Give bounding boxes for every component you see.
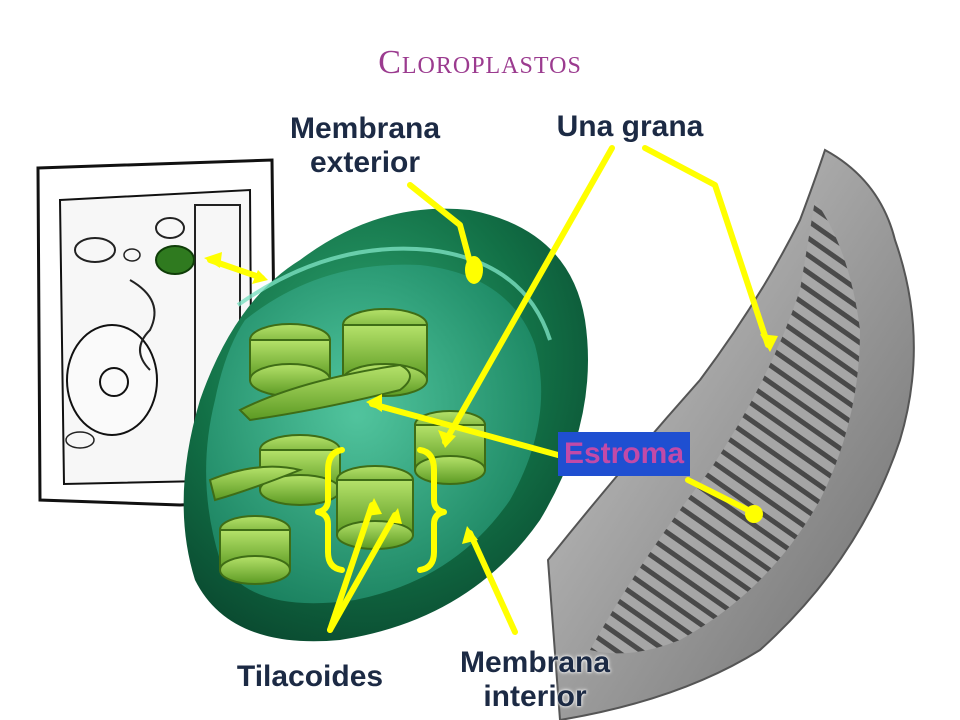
arrowhead-membrana-interior [462,526,478,544]
arrow-una-grana-right [642,145,771,348]
brace-left [315,447,345,573]
arrowhead-estroma-left [366,394,382,412]
arrow-membrana-exterior [407,182,475,273]
arrowhead-tilacoides-2 [388,508,402,524]
label-una-grana: Una grana [556,110,704,143]
label-estroma: Estroma [558,432,690,476]
arrowhead-una-grana-left [438,430,456,448]
arrow-una-grana-left [442,145,615,445]
page-title: Cloroplastos [378,44,582,81]
arrowhead-una-grana-right [760,334,778,352]
arrow-tilacoides-1 [327,502,375,633]
label-membrana-interior-line1: Membrana [459,646,611,679]
micrograph-image [546,148,915,720]
arrow-heads [204,252,778,544]
label-membrana-exterior-line1: Membrana [289,112,441,145]
grana-stacks [208,308,486,585]
arrowhead-cell-link [204,252,222,268]
arrow-estroma-right [685,477,755,515]
arrowhead-membrana-exterior [465,256,483,284]
brace-right [417,447,447,573]
label-membrana-interior: Membrana interior [445,646,625,714]
label-tilacoides: Tilacoides [236,660,384,693]
arrowhead-cell-link-2 [252,270,268,284]
arrowhead-tilacoides-1 [366,498,382,516]
arrowhead-estroma-right [745,505,763,523]
label-membrana-exterior: Membrana exterior [275,112,455,180]
arrow-membrana-interior [467,530,518,635]
arrow-tilacoides-2 [327,512,398,633]
label-membrana-interior-line2: interior [483,680,587,713]
chloroplast-illustration [183,208,589,642]
pointer-lines [207,145,771,635]
arrow-estroma-left [369,401,561,458]
cell-chloroplast-icon [155,245,195,275]
label-membrana-exterior-line2: exterior [309,146,421,179]
